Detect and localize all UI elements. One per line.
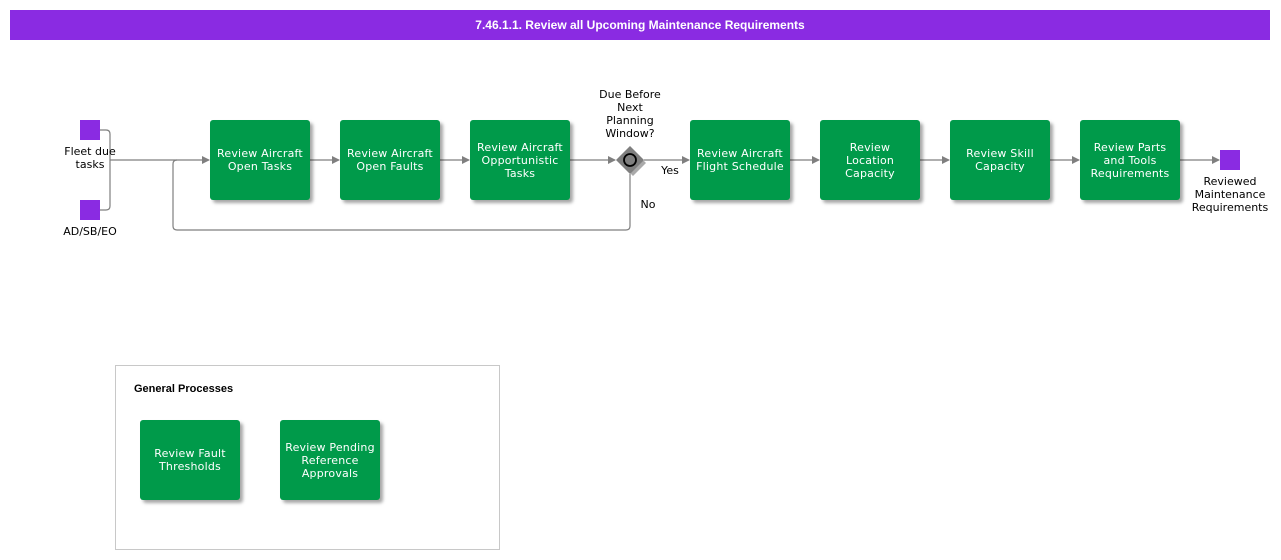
connector-adsb-merge bbox=[100, 160, 111, 211]
task-review-pending-approvals[interactable]: Review Pending Reference Approvals bbox=[280, 420, 380, 500]
task-review-opportunistic-tasks[interactable]: Review Aircraft Opportunistic Tasks bbox=[470, 120, 570, 200]
gateway-yes-label: Yes bbox=[661, 164, 679, 177]
decision-gateway bbox=[616, 146, 646, 176]
task-review-skill-capacity[interactable]: Review Skill Capacity bbox=[950, 120, 1050, 200]
task-review-open-faults[interactable]: Review Aircraft Open Faults bbox=[340, 120, 440, 200]
gateway-question-label: Due Before Next Planning Window? bbox=[599, 88, 661, 140]
task-review-open-tasks[interactable]: Review Aircraft Open Tasks bbox=[210, 120, 310, 200]
start-event-fleet-label: Fleet due tasks bbox=[64, 145, 116, 171]
connector-fleet-merge bbox=[100, 129, 111, 160]
task-review-parts-tools[interactable]: Review Parts and Tools Requirements bbox=[1080, 120, 1180, 200]
general-processes-group bbox=[115, 365, 500, 550]
end-event[interactable] bbox=[1220, 150, 1240, 170]
task-review-location-capacity[interactable]: Review Location Capacity bbox=[820, 120, 920, 200]
task-review-fault-thresholds[interactable]: Review Fault Thresholds bbox=[140, 420, 240, 500]
general-processes-title: General Processes bbox=[134, 383, 234, 395]
gateway-no-label: No bbox=[640, 198, 656, 211]
end-event-label: Reviewed Maintenance Requirements bbox=[1191, 175, 1269, 214]
start-event-adsb[interactable] bbox=[80, 200, 100, 220]
connector-gateway-no-loop bbox=[172, 159, 631, 231]
start-event-fleet[interactable] bbox=[80, 120, 100, 140]
task-review-flight-schedule[interactable]: Review Aircraft Flight Schedule bbox=[690, 120, 790, 200]
diagram-title: 7.46.1.1. Review all Upcoming Maintenanc… bbox=[10, 10, 1270, 40]
start-event-adsb-label: AD/SB/EO bbox=[63, 225, 117, 238]
